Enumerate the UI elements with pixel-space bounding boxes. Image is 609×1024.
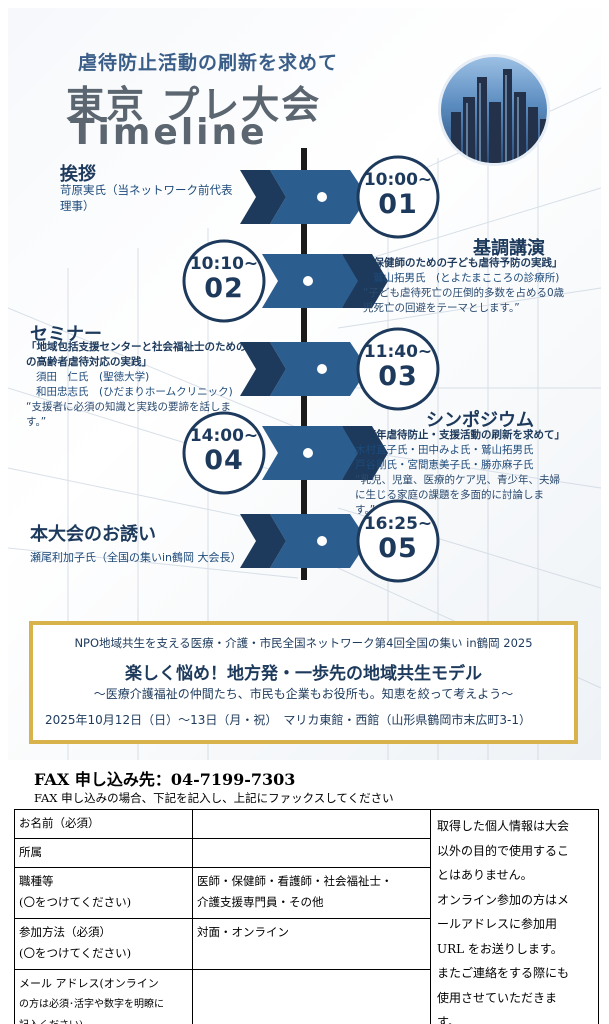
keynote-quote-1: “子ども虐待死亡の圧倒的多数を占める0歳 [363, 287, 565, 299]
poster-timeline-heading: Timeline [70, 112, 268, 153]
job-label-2: (〇をつけてください) [19, 895, 132, 909]
seminar-quote-1: “支援者に必須の知識と実践の要諦を話しま [26, 401, 231, 413]
keynote-text: 「保健師のための子ども虐待予防の実践」 鷲山拓男氏 (とよたまこころの診療所) … [363, 256, 598, 316]
job-options-field[interactable]: 医師・保健師・看護師・社会福祉士・ 介護支援専門員・その他 [192, 867, 431, 919]
name-field[interactable] [192, 809, 431, 839]
timeline-marker-01: 10:00~ 01 [230, 152, 460, 242]
timeline-marker-02: 10:10~ 02 [172, 236, 402, 326]
greeting-text: 苛原実氏（当ネットワーク前代表 理事） [60, 182, 270, 214]
privacy-line-9: す。 [437, 1015, 460, 1024]
job-options-1: 医師・保健師・看護師・社会福祉士・ [197, 874, 393, 888]
privacy-line-7: またご連絡をする際にも [437, 966, 570, 980]
event-theme: 楽しく悩め！地方発・一歩先の地域共生モデル [125, 664, 482, 684]
symposium-title: シンポジウム [426, 410, 534, 431]
privacy-line-3: とはありません。 [437, 868, 533, 882]
timeline-number-04: 04 [204, 445, 244, 476]
event-info-box: NPO地域共生を支える医療・介護・市民全国ネットワーク第4回全国の集い in鶴岡… [29, 621, 578, 744]
job-label: 職種等 (〇をつけてください) [14, 867, 193, 919]
privacy-line-4: オンライン参加の方はメ [437, 892, 570, 907]
seminar-title: セミナー [30, 324, 102, 345]
symposium-quote-2: に生じる家庭の課題を多面的に討論しま [355, 489, 544, 501]
privacy-line-8: 使用させていただきま [437, 990, 558, 1005]
seminar-text: 「地域包括支援センターと社会福祉士のための の高齢者虐待対応の実践」 須田 仁氏… [26, 340, 276, 430]
privacy-line-6: URL をお送りします。 [437, 941, 563, 956]
privacy-line-1: 取得した個人情報は大会 [437, 819, 570, 833]
event-tagline: ～医療介護福祉の仲間たち、市民も企業もお役所も。知恵を絞って考えよう～ [93, 687, 514, 701]
job-options-2: 介護支援専門員・その他 [197, 895, 324, 909]
invite-text: 瀬尾利加子氏（全国の集いin鶴岡 大会長） [30, 551, 242, 564]
seminar-speaker-2: 和田忠志氏 (ひだまりホームクリニック) [36, 386, 233, 398]
email-label: メール アドレス(オンライン の方は必須･活字や数字を明瞭に 記入ください) [14, 968, 193, 1024]
symposium-speakers-2: 戸谷剛氏・宮間恵美子氏・勝亦麻子氏 [355, 459, 534, 471]
keynote-speaker: 鷲山拓男氏 (とよたまこころの診療所) [373, 272, 560, 284]
email-field[interactable] [192, 968, 431, 1024]
seminar-speaker-1: 須田 仁氏 (聖徳大学) [36, 371, 150, 383]
timeline-marker-03: 11:40~ 03 [230, 324, 460, 414]
name-label: お名前（必須） [14, 809, 193, 839]
symposium-talk-title: 「若年虐待防止・支援活動の刷新を求めて」 [355, 429, 565, 441]
affiliation-field[interactable] [192, 838, 431, 868]
method-label-2: (〇をつけてください) [19, 945, 132, 960]
registration-form: お名前（必須） 取得した個人情報は大会 以外の目的で使用するこ とはありません。… [14, 809, 599, 1024]
timeline-time-05: 16:25~ [363, 514, 433, 534]
city-skyline-image [438, 54, 550, 166]
method-label-1: 参加方法（必須） [19, 924, 111, 939]
timeline-marker-04: 14:00~ 04 [172, 408, 402, 498]
symposium-quote-3: す。” [355, 504, 376, 516]
greeting-line-2: 理事） [60, 199, 95, 213]
timeline-time-01: 10:00~ [363, 170, 433, 190]
affiliation-label: 所属 [14, 838, 193, 868]
greeting-title: 挨拶 [60, 164, 96, 185]
keynote-quote-2: 児死亡の回避をテーマとします。” [363, 302, 520, 314]
symposium-quote-1: “乳児、児童、医療的ケア児、青少年、夫婦 [355, 474, 560, 486]
keynote-title: 基調講演 [473, 238, 545, 259]
symposium-text: 「若年虐待防止・支援活動の刷新を求めて」 木村直子氏・田中みよ氏・鷲山拓男氏 戸… [355, 428, 595, 518]
event-organizer: NPO地域共生を支える医療・介護・市民全国ネットワーク第4回全国の集い in鶴岡… [74, 636, 533, 650]
seminar-quote-2: す。” [26, 416, 47, 428]
event-poster: 虐待防止活動の刷新を求めて 東京 プレ大会 Timeline [8, 8, 601, 760]
timeline-time-03: 11:40~ [363, 342, 433, 362]
greeting-line-1: 苛原実氏（当ネットワーク前代表 [60, 183, 233, 197]
event-date-venue: 2025年10月12日（日）～13日（月・祝） マリカ東館・西館（山形県鶴岡市末… [45, 713, 531, 727]
privacy-line-2: 以外の目的で使用するこ [437, 843, 570, 858]
email-label-1: メール アドレス(オンライン [19, 976, 159, 990]
timeline-marker-05: 16:25~ 05 [230, 496, 460, 586]
symposium-speakers-1: 木村直子氏・田中みよ氏・鷲山拓男氏 [355, 444, 534, 456]
method-options-field[interactable]: 対面・オンライン [192, 917, 431, 970]
fax-number-heading: FAX 申し込み先：04-7199-7303 [34, 770, 296, 789]
keynote-talk-title: 「保健師のための子ども虐待予防の実践」 [363, 257, 563, 269]
invite-title: 本大会のお誘い [30, 524, 156, 545]
timeline-number-01: 01 [378, 189, 418, 220]
email-label-2: の方は必須･活字や数字を明瞭に [19, 998, 164, 1010]
timeline-number-02: 02 [204, 273, 244, 304]
timeline-number-03: 03 [378, 361, 418, 392]
timeline-time-04: 14:00~ [189, 426, 259, 446]
timeline-time-02: 10:10~ [189, 254, 259, 274]
method-label: 参加方法（必須） (〇をつけてください) [14, 917, 193, 970]
timeline-number-05: 05 [378, 533, 418, 564]
email-label-3: 記入ください) [19, 1015, 188, 1024]
fax-instructions: FAX 申し込みの場合、下記を記入し、上記にファックスしてください [34, 791, 394, 805]
poster-subtitle: 虐待防止活動の刷新を求めて [78, 52, 339, 74]
poster-title: 東京 プレ大会 [66, 83, 322, 127]
privacy-line-5: ールアドレスに参加用 [437, 917, 558, 931]
job-label-1: 職種等 [19, 874, 54, 888]
seminar-talk-title-2: の高齢者虐待対応の実践」 [26, 356, 152, 368]
seminar-talk-title-1: 「地域包括支援センターと社会福祉士のための [26, 341, 247, 353]
privacy-notice: 取得した個人情報は大会 以外の目的で使用するこ とはありません。 オンライン参加… [430, 809, 599, 1024]
